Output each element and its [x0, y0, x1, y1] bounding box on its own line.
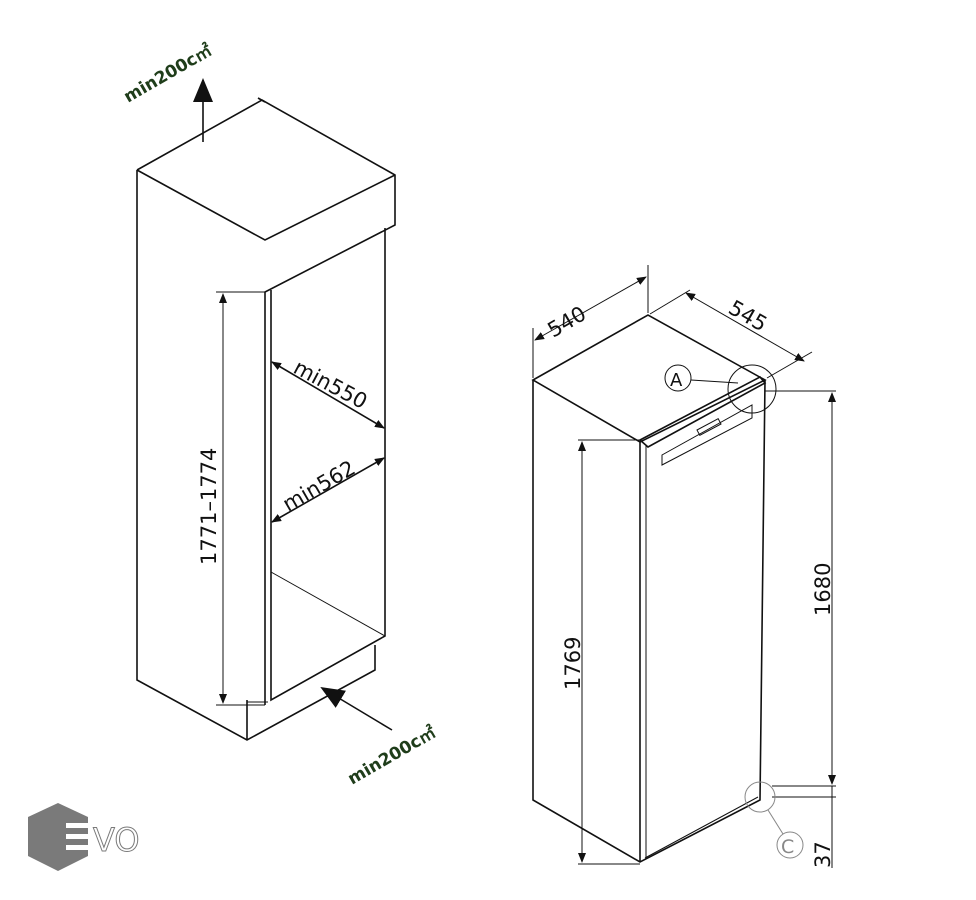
hinge-height-label: 1680: [811, 563, 835, 616]
height-range-dimension: [216, 291, 265, 706]
depth-label: 545: [725, 296, 772, 337]
depth-min-label: min550: [290, 355, 372, 414]
detail-a-label: A: [670, 370, 683, 391]
bottom-offset-label: 37: [811, 841, 835, 868]
svg-text:VO: VO: [93, 821, 140, 859]
height-label: 1769: [561, 637, 585, 690]
bottom-offset-dimension: [772, 786, 836, 868]
width-min-label: min562: [279, 456, 360, 517]
hinge-height-dimension: [765, 390, 836, 787]
width-dimension: [532, 265, 649, 378]
cabinet-drawing: [136, 97, 396, 741]
detail-c-callout: [744, 781, 804, 859]
vent-bottom-label: min200c㎡: [344, 722, 440, 789]
detail-c-label: C: [781, 836, 794, 858]
height-range-label: 1771–1774: [197, 448, 221, 565]
width-label: 540: [544, 301, 591, 342]
detail-a-callout: [664, 364, 777, 414]
height-dimension: [578, 439, 640, 865]
evo-logo: VO: [28, 803, 140, 871]
depth-dimension: [649, 289, 813, 379]
fridge-drawing: [531, 314, 767, 863]
width-min-arrow: [271, 457, 385, 523]
depth-min-arrow: [271, 361, 385, 429]
vent-top-label: min200c㎡: [120, 40, 216, 107]
vent-bottom-arrow: [320, 686, 393, 731]
